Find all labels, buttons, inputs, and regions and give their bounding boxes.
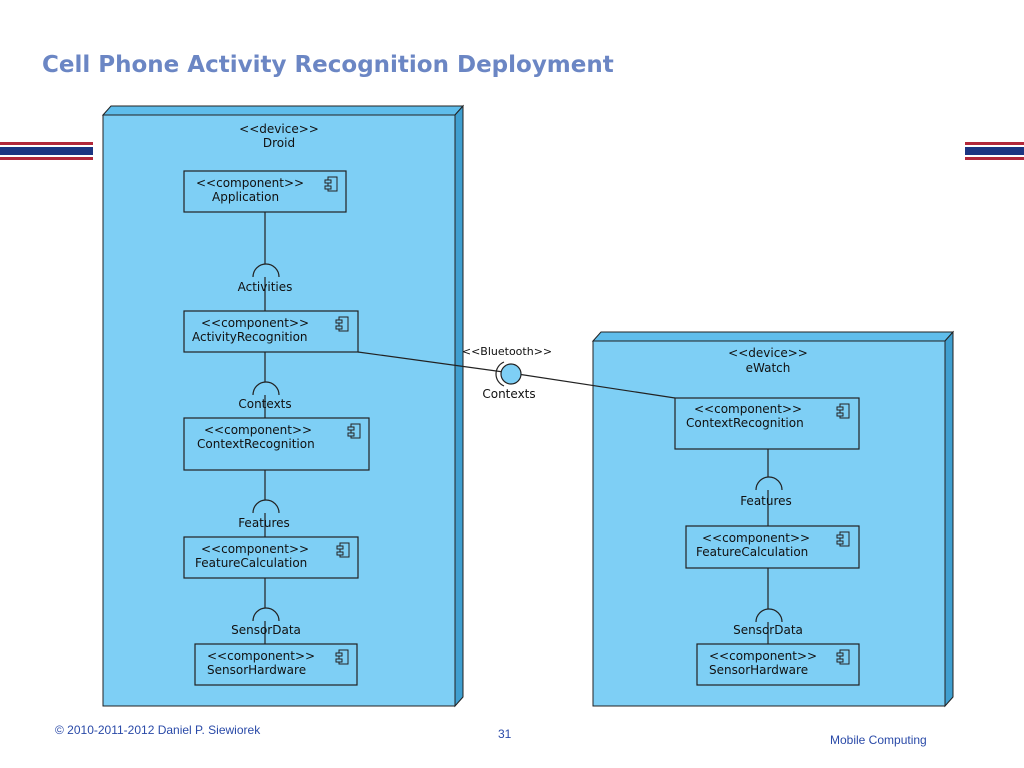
svg-text:SensorHardware: SensorHardware [709,663,808,677]
svg-text:<<component>>: <<component>> [694,402,802,416]
ewatch-interface-sockets [755,476,783,623]
footer-copyright: © 2010-2011-2012 Daniel P. Siewiorek [55,723,261,737]
component-icon [335,649,349,665]
component-activity-recognition: <<component>> ActivityRecognition [183,310,359,353]
component-context-recognition: <<component>> ContextRecognition [183,417,370,471]
footer-course-name: Mobile Computing [830,733,927,747]
activities-socket-icon [252,263,280,278]
bluetooth-lollipop-icon [500,363,522,385]
bluetooth-stereotype: <<Bluetooth>> [462,345,552,358]
bluetooth-socket-icon [495,361,505,387]
svg-text:ContextRecognition: ContextRecognition [197,437,315,451]
svg-text:<<component>>: <<component>> [201,316,309,330]
svg-text:<<component>>: <<component>> [709,649,817,663]
left-decorative-stripes [0,142,93,162]
svg-text:ActivityRecognition: ActivityRecognition [192,330,308,344]
interface-label-activities: Activities [238,280,293,294]
ewatch-name: eWatch [746,361,791,375]
droid-interface-labels: Activities Contexts Features SensorData [231,280,301,637]
interface-label-sensordata: SensorData [231,623,301,637]
component-feature-calculation: <<component>> FeatureCalculation [183,536,359,579]
contexts-socket-icon [252,381,280,396]
ewatch-component-feature-calculation: <<component>> FeatureCalculation [685,525,860,569]
interface-label-contexts: Contexts [238,397,291,411]
svg-text:SensorHardware: SensorHardware [207,663,306,677]
footer-page-number: 31 [498,727,512,741]
ewatch-features-socket-icon [755,476,783,491]
svg-text:ContextRecognition: ContextRecognition [686,416,804,430]
component-icon [836,403,850,419]
component-sensor-hardware: <<component>> SensorHardware [194,643,358,686]
svg-text:FeatureCalculation: FeatureCalculation [195,556,307,570]
bluetooth-link: <<Bluetooth>> Contexts [357,345,676,401]
ewatch-stereotype: <<device>> [728,346,808,360]
slide-title: Cell Phone Activity Recognition Deployme… [42,52,614,78]
droid-name: Droid [263,136,295,150]
svg-text:<<component>>: <<component>> [702,531,810,545]
component-icon [336,542,350,558]
svg-text:<<component>>: <<component>> [204,423,312,437]
sensordata-socket-icon [252,607,280,622]
svg-text:Application: Application [212,190,279,204]
svg-text:<<component>>: <<component>> [201,542,309,556]
svg-text:FeatureCalculation: FeatureCalculation [696,545,808,559]
component-icon [836,649,850,665]
svg-text:<<component>>: <<component>> [196,176,304,190]
droid-interface-sockets [252,263,280,622]
component-icon [836,531,850,547]
interface-label-features: Features [238,516,290,530]
svg-text:<<component>>: <<component>> [207,649,315,663]
features-socket-icon [252,499,280,514]
ewatch-sensordata-socket-icon [755,608,783,623]
component-icon [347,423,361,439]
droid-stereotype: <<device>> [239,122,319,136]
ewatch-interface-label-features: Features [740,494,792,508]
component-application: <<component>> Application [183,170,347,213]
ewatch-component-sensor-hardware: <<component>> SensorHardware [696,643,860,686]
bluetooth-interface-label: Contexts [482,387,535,401]
component-icon [324,176,338,192]
ewatch-component-context-recognition: <<component>> ContextRecognition [674,397,860,450]
right-decorative-stripes [965,142,1024,162]
device-node-droid: <<device>> Droid [101,104,465,708]
ewatch-interface-labels: Features SensorData [733,494,803,637]
component-icon [335,316,349,332]
ewatch-interface-label-sensordata: SensorData [733,623,803,637]
